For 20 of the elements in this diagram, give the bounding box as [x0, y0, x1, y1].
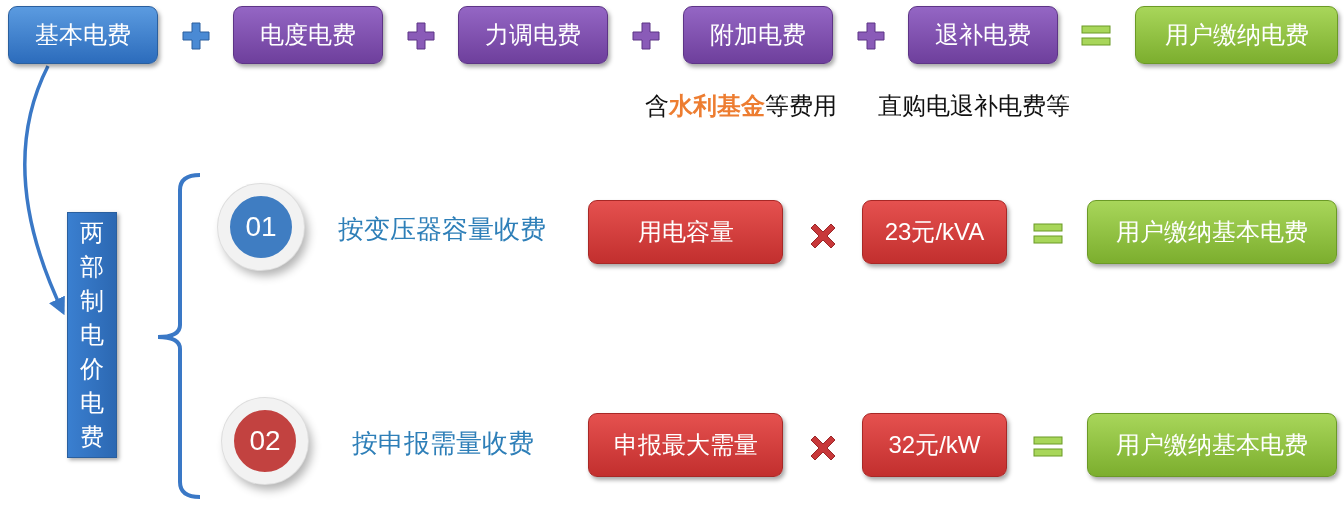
note-text: 含水利基金等费用: [645, 91, 837, 121]
price-box: 32元/kW: [862, 413, 1007, 477]
term-box: 电度电费: [233, 6, 383, 64]
term-box: 附加电费: [683, 6, 833, 64]
note-text: 直购电退补电费等: [878, 91, 1070, 121]
number-circle: 01: [218, 184, 304, 270]
method-label: 按申报需量收费: [352, 427, 534, 460]
term-box: 基本电费: [8, 6, 158, 64]
term-box: 力调电费: [458, 6, 608, 64]
result-box: 用户缴纳基本电费: [1087, 413, 1337, 477]
method-label: 按变压器容量收费: [338, 213, 546, 246]
factor-box: 申报最大需量: [588, 413, 783, 477]
arrow: [23, 65, 66, 316]
number-circle: 02: [222, 398, 308, 484]
result-box: 用户缴纳电费: [1135, 6, 1338, 64]
category-box: 两部制电价电费: [67, 212, 117, 458]
factor-box: 用电容量: [588, 200, 783, 264]
price-box: 23元/kVA: [862, 200, 1007, 264]
result-box: 用户缴纳基本电费: [1087, 200, 1337, 264]
term-box: 退补电费: [908, 6, 1058, 64]
